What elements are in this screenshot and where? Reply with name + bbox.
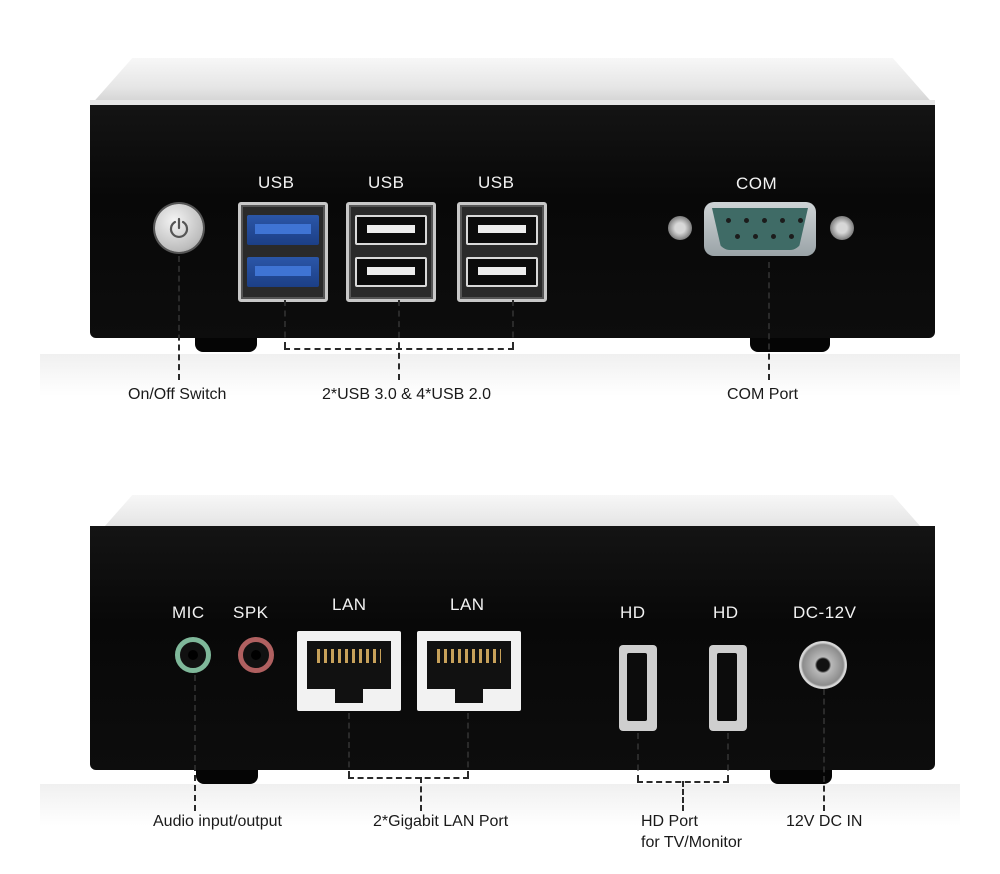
pin — [735, 234, 740, 239]
caption-hd-line2: for TV/Monitor — [641, 834, 743, 851]
com-pin-area — [712, 208, 808, 250]
callout-line — [768, 262, 770, 380]
reflection — [40, 354, 960, 396]
pin — [780, 218, 785, 223]
lan-label: LAN — [332, 595, 367, 614]
chassis-foot — [195, 338, 257, 352]
callout-line — [284, 300, 286, 348]
caption-audio: Audio input/output — [153, 813, 282, 830]
callout-line — [194, 675, 196, 811]
callout-line — [178, 256, 180, 380]
rj45-socket — [427, 641, 511, 689]
usb3-port-stack[interactable] — [238, 202, 328, 302]
speaker-jack[interactable] — [238, 637, 274, 673]
com-connector — [704, 202, 816, 256]
chassis-foot — [196, 770, 258, 784]
mic-label: MIC — [172, 603, 205, 622]
callout-line — [467, 713, 469, 777]
screw-icon — [668, 216, 692, 240]
power-icon — [169, 217, 189, 239]
callout-line — [637, 733, 639, 781]
com-port[interactable] — [668, 202, 854, 262]
pin — [726, 218, 731, 223]
caption-hd-line1: HD Port — [641, 813, 698, 830]
rj45-socket — [307, 641, 391, 689]
caption-power: On/Off Switch — [128, 386, 227, 403]
usb2-port[interactable] — [355, 215, 427, 245]
spk-label: SPK — [233, 603, 269, 622]
usb-label: USB — [368, 173, 405, 192]
lan-port[interactable] — [297, 631, 401, 711]
pin — [762, 218, 767, 223]
chassis-foot — [750, 338, 830, 352]
callout-line — [727, 733, 729, 781]
reflection — [40, 784, 960, 826]
com-label: COM — [736, 174, 778, 193]
rear-panel-photo: MIC SPK LAN LAN HD HD DC-12V Audio input… — [0, 437, 1000, 874]
callout-line — [284, 348, 514, 350]
usb-label: USB — [258, 173, 295, 192]
pin — [798, 218, 803, 223]
hd-port[interactable] — [709, 645, 747, 731]
usb2-port-stack[interactable] — [457, 202, 547, 302]
chassis-top — [90, 58, 935, 106]
usb2-port[interactable] — [466, 257, 538, 287]
caption-usb: 2*USB 3.0 & 4*USB 2.0 — [322, 386, 491, 403]
usb2-port-stack[interactable] — [346, 202, 436, 302]
chassis-foot — [770, 770, 832, 784]
callout-line — [823, 689, 825, 811]
callout-line — [398, 300, 400, 380]
dc-power-jack[interactable] — [799, 641, 847, 689]
usb2-port[interactable] — [466, 215, 538, 245]
callout-line — [348, 713, 350, 777]
pin — [789, 234, 794, 239]
caption-lan: 2*Gigabit LAN Port — [373, 813, 509, 830]
usb-label: USB — [478, 173, 515, 192]
hd-label: HD — [620, 603, 646, 622]
callout-line — [348, 777, 469, 779]
pin — [744, 218, 749, 223]
lan-label: LAN — [450, 595, 485, 614]
lan-port[interactable] — [417, 631, 521, 711]
pin — [771, 234, 776, 239]
rj45-tab — [335, 689, 363, 703]
hd-label: HD — [713, 603, 739, 622]
usb2-port[interactable] — [355, 257, 427, 287]
callout-line — [420, 777, 422, 811]
callout-line — [512, 300, 514, 348]
rj45-tab — [455, 689, 483, 703]
callout-line — [682, 781, 684, 811]
pin — [753, 234, 758, 239]
usb3-port[interactable] — [247, 215, 319, 245]
front-panel-photo: USB USB USB COM — [40, 58, 960, 403]
usb3-port[interactable] — [247, 257, 319, 287]
power-button[interactable] — [155, 204, 203, 252]
mic-jack[interactable] — [175, 637, 211, 673]
caption-dc: 12V DC IN — [786, 813, 863, 830]
caption-com: COM Port — [727, 386, 799, 403]
screw-icon — [830, 216, 854, 240]
hd-port[interactable] — [619, 645, 657, 731]
chassis-edge — [90, 100, 935, 105]
dc-label: DC-12V — [793, 603, 857, 622]
